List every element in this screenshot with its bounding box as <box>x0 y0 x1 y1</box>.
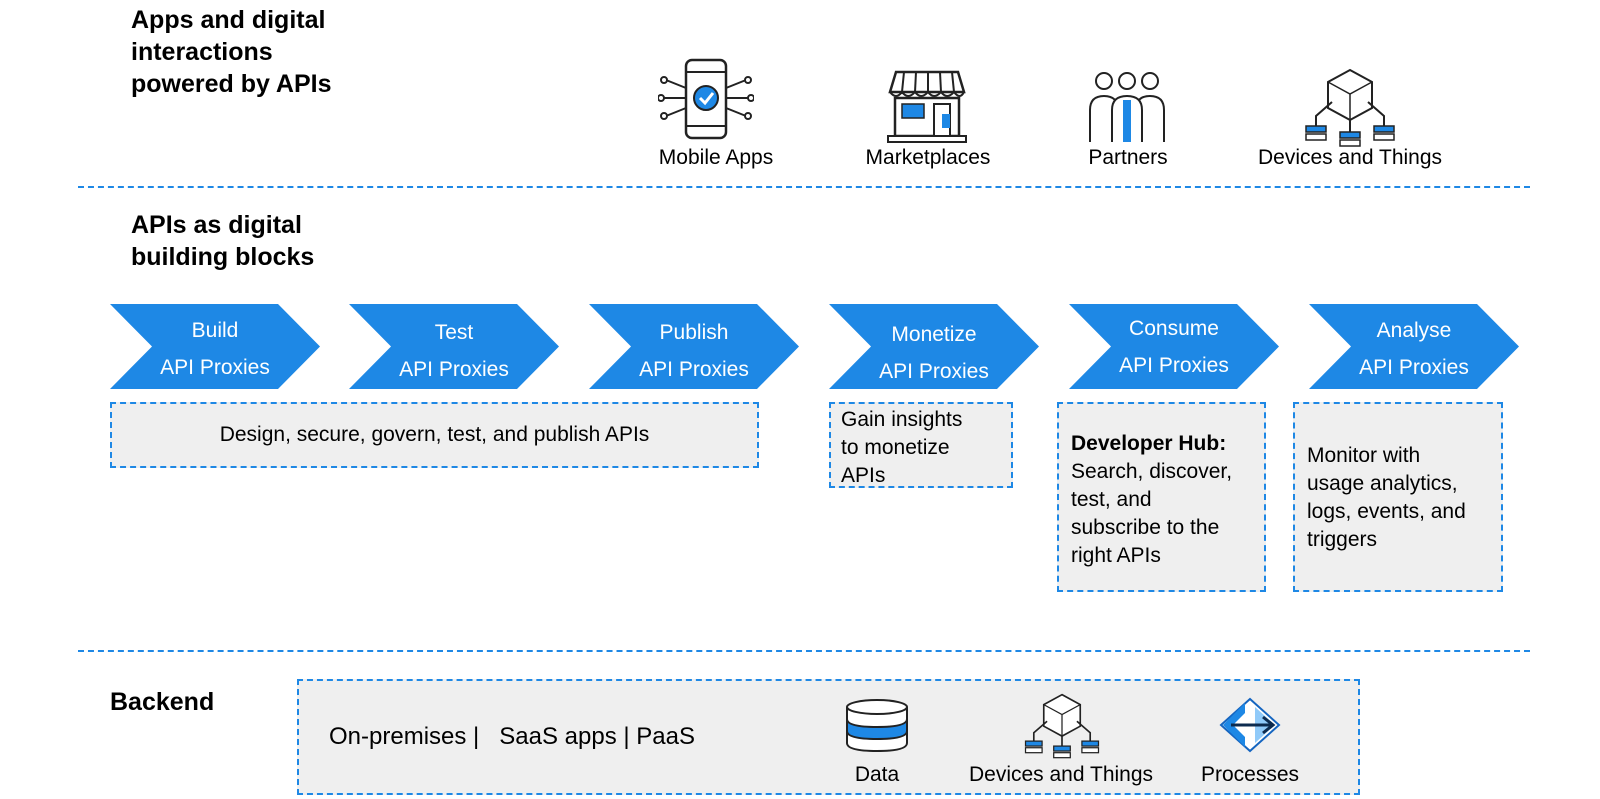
design-publish-box: Design, secure, govern, test, and publis… <box>110 402 759 468</box>
backend-label-devices: Devices and Things <box>968 763 1154 786</box>
mobile-app-icon <box>657 58 755 147</box>
apps-section-title: Apps and digital interactions powered by… <box>131 6 332 98</box>
stage-publish-name: Publish <box>659 321 729 344</box>
developer-hub-title: Developer Hub: <box>1071 432 1227 455</box>
divider-bottom <box>78 650 1530 652</box>
iot-devices-icon <box>1022 693 1102 769</box>
stage-consume-sub: API Proxies <box>1119 354 1229 377</box>
stage-test-name: Test <box>434 321 474 344</box>
stage-analyse-name: Analyse <box>1376 319 1452 342</box>
channel-label-devices: Devices and Things <box>1257 146 1443 169</box>
people-icon <box>1088 70 1166 149</box>
stage-monetize-name: Monetize <box>891 323 977 346</box>
backend-section-title: Backend <box>110 688 215 716</box>
channel-label-partners: Partners <box>1088 146 1168 169</box>
divider-top <box>78 186 1530 188</box>
developer-hub-body: Search, discover, test, and subscribe to… <box>1071 460 1233 567</box>
stage-consume-name: Consume <box>1129 317 1219 340</box>
database-icon <box>845 699 909 761</box>
monitor-box: Monitor with usage analytics, logs, even… <box>1293 402 1503 592</box>
apis-section-title: APIs as digital building blocks <box>131 211 315 271</box>
stage-test-sub: API Proxies <box>399 358 509 381</box>
channel-label-mobile-apps: Mobile Apps <box>658 146 774 169</box>
stage-analyse-sub: API Proxies <box>1359 356 1469 379</box>
backend-label-processes: Processes <box>1200 763 1300 786</box>
developer-hub-box: Developer Hub: Search, discover, test, a… <box>1057 402 1266 592</box>
backend-sources: On-premises | SaaS apps | PaaS <box>329 723 695 750</box>
stage-build-sub: API Proxies <box>160 356 270 379</box>
iot-devices-icon <box>1302 68 1398 155</box>
backend-label-data: Data <box>854 763 900 786</box>
storefront-icon <box>886 70 968 149</box>
process-arrows-icon <box>1217 697 1283 761</box>
monetize-box: Gain insights to monetize APIs <box>829 402 1013 488</box>
stage-monetize-sub: API Proxies <box>879 360 989 383</box>
channel-label-marketplaces: Marketplaces <box>865 146 991 169</box>
stage-publish-sub: API Proxies <box>639 358 749 381</box>
backend-box: On-premises | SaaS apps | PaaS Data Devi… <box>297 679 1360 795</box>
stage-build-name: Build <box>191 319 239 342</box>
